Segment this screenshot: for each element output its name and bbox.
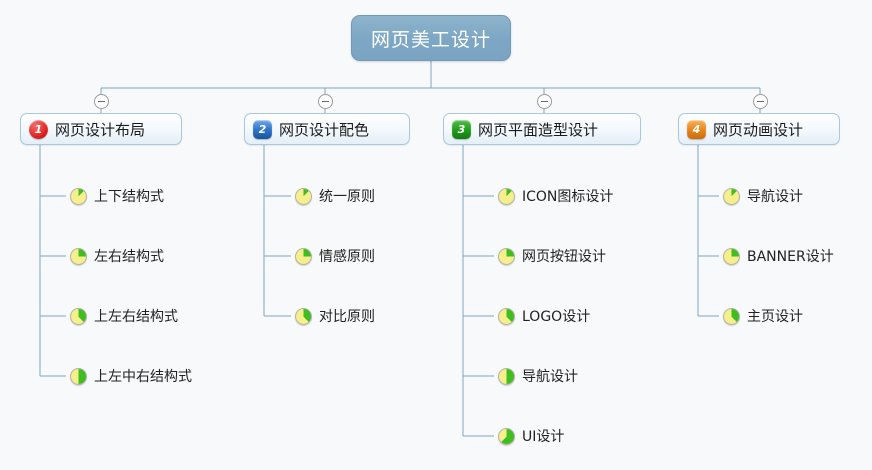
branch-badge-3-icon: 3 [452,119,471,139]
leaf-node[interactable]: 左右结构式 [70,245,164,267]
leaf-node-label: 主页设计 [747,309,803,325]
pie-progress-icon [498,187,515,205]
collapse-toggle-branch-4[interactable] [752,94,768,109]
leaf-node[interactable]: ICON图标设计 [498,185,613,207]
leaf-node[interactable]: UI设计 [498,425,564,447]
leaf-node-label: 上左中右结构式 [94,369,192,385]
branch-badge-4-icon: 4 [687,119,706,139]
root-node[interactable]: 网页美工设计 [351,15,511,61]
collapse-toggle-branch-3[interactable] [536,94,552,109]
branch-node-label: 网页设计配色 [279,120,370,139]
pie-progress-icon [295,247,312,265]
pie-progress-icon [70,367,87,385]
branch-node-label: 网页动画设计 [713,120,804,139]
leaf-node[interactable]: BANNER设计 [723,245,834,267]
leaf-node[interactable]: 导航设计 [498,365,578,387]
leaf-node-label: 导航设计 [522,369,578,385]
leaf-node-label: 上左右结构式 [94,309,178,325]
leaf-node-label: 左右结构式 [94,249,164,265]
leaf-node[interactable]: 对比原则 [295,305,375,327]
leaf-node[interactable]: 上左右结构式 [70,305,178,327]
collapse-minus-icon [97,101,105,102]
leaf-node-label: 统一原则 [319,189,375,205]
branch-node-1[interactable]: 1 网页设计布局 [20,113,182,145]
pie-progress-icon [295,187,312,205]
leaf-node[interactable]: 情感原则 [295,245,375,267]
pie-progress-icon [70,247,87,265]
branch-node-2[interactable]: 2 网页设计配色 [244,113,410,145]
leaf-node[interactable]: 主页设计 [723,305,803,327]
leaf-node-label: 导航设计 [747,189,803,205]
collapse-minus-icon [321,101,329,102]
pie-progress-icon [295,307,312,325]
leaf-node[interactable]: 导航设计 [723,185,803,207]
collapse-toggle-branch-1[interactable] [93,94,109,109]
leaf-node[interactable]: 上左中右结构式 [70,365,192,387]
leaf-node[interactable]: 统一原则 [295,185,375,207]
pie-progress-icon [498,367,515,385]
leaf-node-label: ICON图标设计 [522,189,614,205]
leaf-node-label: 对比原则 [319,309,375,325]
leaf-node-label: LOGO设计 [522,309,591,325]
leaf-node-label: 上下结构式 [94,189,164,205]
pie-progress-icon [70,307,87,325]
collapse-minus-icon [540,101,548,102]
branch-node-4[interactable]: 4 网页动画设计 [678,113,840,145]
leaf-node-label: 网页按钮设计 [522,249,606,265]
collapse-toggle-branch-2[interactable] [317,94,333,109]
leaf-node[interactable]: 网页按钮设计 [498,245,606,267]
pie-progress-icon [498,307,515,325]
leaf-node-label: UI设计 [522,429,565,445]
branch-node-label: 网页平面造型设计 [478,120,599,139]
leaf-node-label: 情感原则 [319,249,375,265]
pie-progress-icon [70,187,87,205]
branch-badge-1-icon: 1 [29,119,48,139]
leaf-node-label: BANNER设计 [747,249,834,265]
pie-progress-icon [498,247,515,265]
pie-progress-icon [723,187,740,205]
branch-node-label: 网页设计布局 [55,120,146,139]
root-node-label: 网页美工设计 [370,28,491,51]
pie-progress-icon [723,307,740,325]
pie-progress-icon [723,247,740,265]
branch-node-3[interactable]: 3 网页平面造型设计 [443,113,641,145]
pie-progress-icon [498,427,515,445]
collapse-minus-icon [756,101,764,102]
branch-badge-2-icon: 2 [253,119,272,139]
leaf-node[interactable]: 上下结构式 [70,185,164,207]
leaf-node[interactable]: LOGO设计 [498,305,590,327]
